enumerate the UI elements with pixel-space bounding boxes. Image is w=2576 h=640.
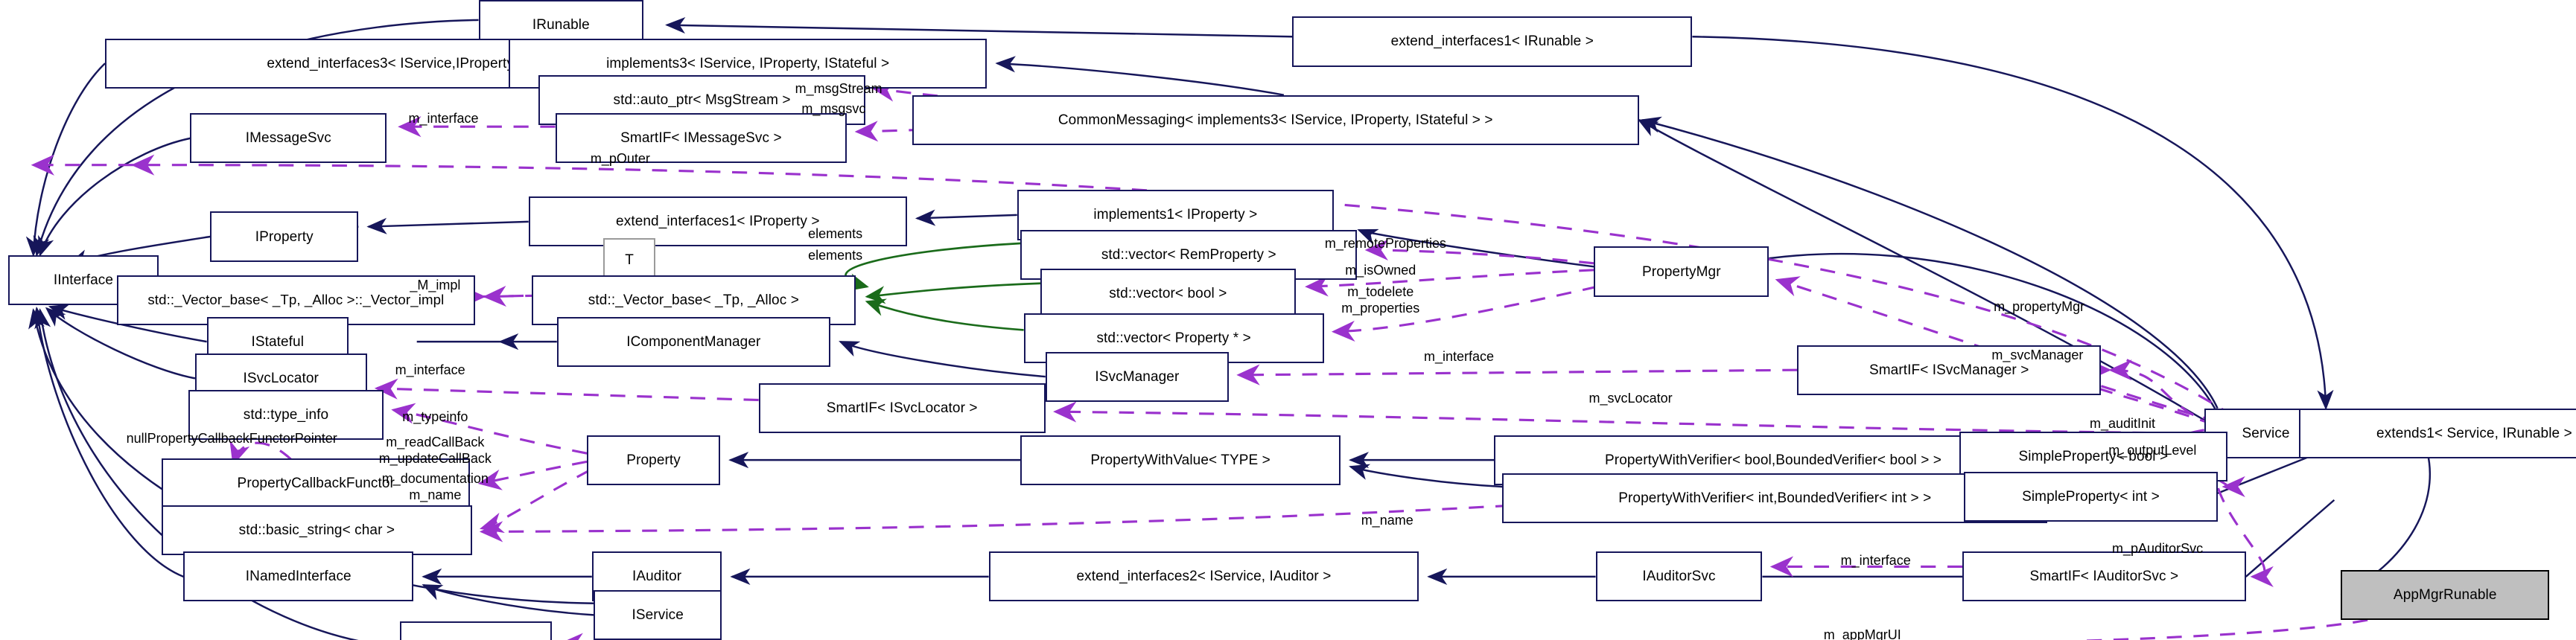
class-node-smartifauditorsvc[interactable]: SmartIF< IAuditorSvc >	[1962, 551, 2246, 602]
edge-label-m_readcallback: m_readCallBack	[386, 434, 485, 449]
class-node-appmgrrunable[interactable]: AppMgrRunable	[2341, 569, 2550, 621]
edge-label-m_updatecallback: m_updateCallBack	[378, 450, 492, 466]
edge-label-m_name_str: m_name	[1361, 512, 1413, 528]
class-node-property[interactable]: Property	[587, 435, 721, 485]
edge-label-nullcallback: nullPropertyCallbackFunctorPointer	[126, 431, 337, 447]
edge-label-m_pouter: m_pOuter	[590, 150, 650, 166]
edge-label-m_outputlevel: m_outputLevel	[2108, 442, 2197, 458]
edge-label-m_interface_aud: m_interface	[1840, 552, 1911, 568]
class-node-iauditorsvc[interactable]: IAuditorSvc	[1595, 551, 1763, 602]
edge-label-m_documentation: m_documentation	[381, 470, 489, 486]
class-node-icomponentmanager[interactable]: IComponentManager	[556, 316, 830, 367]
edge-label-m_svclocator: m_svcLocator	[1588, 391, 1673, 406]
edge-label-m_msgstream: m_msgStream	[795, 80, 882, 96]
edge-label-m_interface_msg: m_interface	[408, 111, 479, 127]
class-node-extifaces1run[interactable]: extend_interfaces1< IRunable >	[1292, 16, 1693, 67]
class-node-extends1[interactable]: extends1< Service, IRunable >	[2299, 408, 2576, 458]
edge-label-m_remoteproperties: m_remoteProperties	[1324, 236, 1447, 252]
edge-label-m_interface_svcmgr: m_interface	[1423, 349, 1494, 365]
class-node-pwvint[interactable]: PropertyWithVerifier< int,BoundedVerifie…	[1502, 473, 2048, 524]
class-node-simplepropertyint[interactable]: SimpleProperty< int >	[1964, 471, 2218, 522]
class-node-isvcmanager[interactable]: ISvcManager	[1045, 351, 1229, 402]
class-node-extifaces1prop[interactable]: extend_interfaces1< IProperty >	[528, 196, 907, 247]
class-node-iproperty[interactable]: IProperty	[210, 211, 359, 262]
edge-label-m_todelete: m_todelete	[1347, 284, 1414, 299]
class-node-imessagesvc[interactable]: IMessageSvc	[190, 113, 387, 164]
edge-label-elements_1: elements	[808, 225, 863, 241]
class-node-typeinfo[interactable]: std::type_info	[188, 390, 384, 441]
edge-label-m_isowned: m_isOwned	[1345, 262, 1416, 278]
class-node-smartifsvclocator[interactable]: SmartIF< ISvcLocator >	[758, 383, 1046, 434]
edge-label-mm_impl: _M_impl	[410, 278, 461, 292]
edge-label-elements_2: elements	[808, 247, 863, 263]
class-node-basicstring[interactable]: std::basic_string< char >	[162, 505, 472, 555]
edge-label-m_properties: m_properties	[1341, 301, 1420, 316]
class-node-smartifsvcmanager[interactable]: SmartIF< ISvcManager >	[1797, 345, 2101, 395]
edge-label-m_appmgrui: m_appMgrUI	[1823, 627, 1901, 640]
edge-label-m_interface_loc: m_interface	[395, 362, 465, 378]
class-node-inamedinterface[interactable]: INamedInterface	[183, 551, 414, 602]
edge-label-m_pauditorsvc: m_pAuditorSvc	[2112, 540, 2204, 556]
class-node-vecbool[interactable]: std::vector< bool >	[1040, 268, 1296, 319]
class-node-smartifmsg[interactable]: SmartIF< IMessageSvc >	[555, 113, 847, 164]
edge-label-m_name_prop: m_name	[409, 487, 462, 503]
class-node-iservice[interactable]: IService	[594, 589, 722, 640]
class-node-iappmgrui[interactable]: IAppMgrUI	[400, 621, 553, 640]
class-node-tparam[interactable]: T	[603, 238, 655, 282]
edge-label-m_svcmanager: m_svcManager	[1991, 348, 2084, 363]
edge-label-m_typeinfo: m_typeinfo	[402, 409, 468, 424]
class-node-propertywithvalue[interactable]: PropertyWithValue< TYPE >	[1020, 435, 1341, 485]
class-node-commonmessaging[interactable]: CommonMessaging< implements3< IService, …	[912, 95, 1639, 145]
edge-label-m_propertymgr: m_propertyMgr	[1994, 299, 2085, 315]
edge-label-m_msgsvc: m_msgsvc	[801, 100, 866, 116]
class-node-extifaces2[interactable]: extend_interfaces2< IService, IAuditor >	[988, 551, 1419, 602]
class-node-propcallbackfunctor[interactable]: PropertyCallbackFunctor	[162, 458, 471, 509]
class-node-propertymgr2[interactable]: PropertyMgr	[1594, 246, 1769, 297]
edge-label-m_auditinit: m_auditInit	[2090, 415, 2156, 431]
